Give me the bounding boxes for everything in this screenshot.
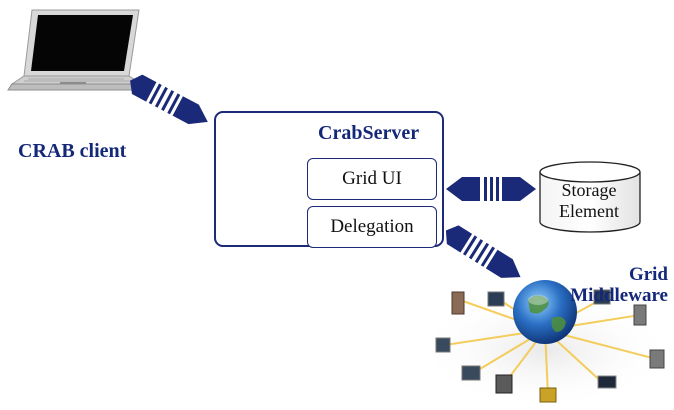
delegation-box: Delegation <box>307 206 437 248</box>
grid-network-icon <box>415 280 674 410</box>
grid-label: Grid Middleware <box>560 264 668 306</box>
grid-label-line1: Grid <box>628 264 668 285</box>
arrow-server-grid <box>445 225 521 278</box>
storage-label: Storage Element <box>544 180 634 222</box>
arrow-client-server <box>130 74 208 125</box>
storage-label-line1: Storage <box>561 180 617 200</box>
grid-ui-box: Grid UI <box>307 158 437 200</box>
storage-cylinder-icon <box>539 161 641 233</box>
server-title: CrabServer <box>318 122 420 144</box>
arrow-server-storage <box>446 177 536 201</box>
grid-label-line2: Middleware <box>570 285 668 306</box>
storage-label-line2: Element <box>559 201 619 221</box>
client-label: CRAB client <box>18 140 127 162</box>
laptop-icon <box>7 9 144 91</box>
